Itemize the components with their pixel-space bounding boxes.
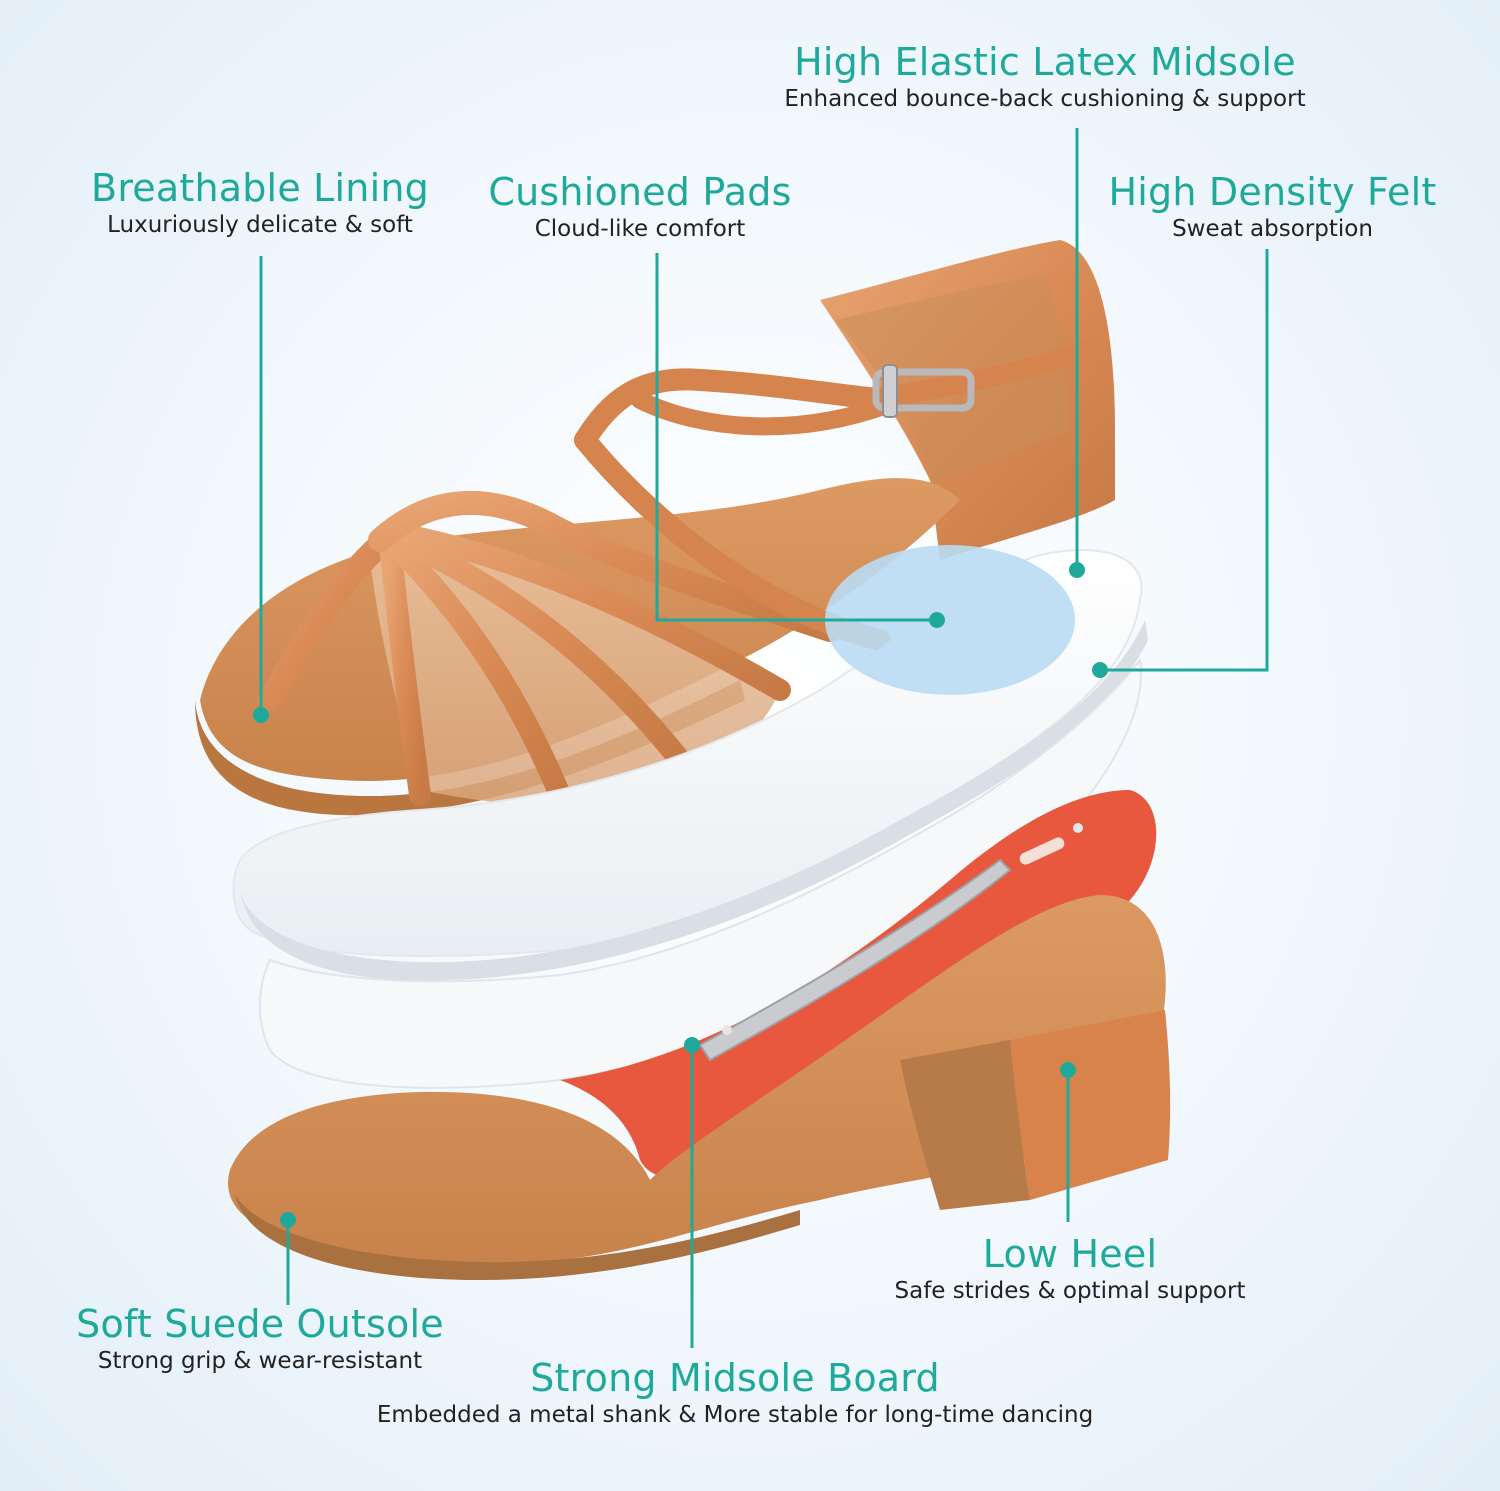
shank-rivet: [722, 1025, 732, 1035]
dot-felt: [1092, 662, 1108, 678]
callout-felt: High Density Felt Sweat absorption: [1100, 170, 1445, 244]
callout-subtitle: Safe strides & optimal support: [894, 1278, 1246, 1304]
callout-outsole: Soft Suede Outsole Strong grip & wear-re…: [45, 1302, 475, 1376]
callout-subtitle: Sweat absorption: [1172, 216, 1373, 242]
dot-board: [684, 1037, 700, 1053]
dot-heel: [1060, 1062, 1076, 1078]
callout-title: High Density Felt: [1108, 170, 1437, 214]
shank-slot: [1019, 837, 1065, 865]
callout-subtitle: Embedded a metal shank & More stable for…: [376, 1402, 1094, 1428]
callout-subtitle: Luxuriously delicate & soft: [107, 212, 413, 238]
callout-title: Breathable Lining: [91, 166, 429, 210]
dot-latex: [1069, 562, 1085, 578]
midsole-board-layer: [560, 790, 1157, 1179]
callout-subtitle: Cloud-like comfort: [534, 216, 746, 242]
callout-lining: Breathable Lining Luxuriously delicate &…: [40, 166, 480, 240]
cushioned-pad: [825, 545, 1075, 695]
shank-rivet: [1073, 823, 1083, 833]
callout-pads: Cushioned Pads Cloud-like comfort: [470, 170, 810, 244]
callout-subtitle: Strong grip & wear-resistant: [97, 1348, 423, 1374]
callout-title: High Elastic Latex Midsole: [794, 40, 1296, 84]
callout-title: Strong Midsole Board: [530, 1356, 940, 1400]
outsole-layer: [228, 895, 1171, 1280]
metal-shank: [698, 858, 1012, 1062]
callout-subtitle: Enhanced bounce-back cushioning & suppor…: [784, 86, 1306, 112]
vamp-straps: [258, 490, 842, 806]
felt-layer: [258, 657, 1143, 1089]
dot-lining: [253, 707, 269, 723]
midsole-board: [560, 790, 1157, 1179]
latex-midsole-edge: [240, 620, 1148, 981]
callout-title: Cushioned Pads: [488, 170, 792, 214]
leader-dots: [253, 562, 1108, 1228]
callout-title: Soft Suede Outsole: [76, 1302, 444, 1346]
buckle: [872, 364, 975, 418]
leader-lines: [259, 128, 1269, 1348]
dot-outsole: [280, 1212, 296, 1228]
leader-line-pads: [655, 253, 937, 622]
callout-heel: Low Heel Safe strides & optimal support: [860, 1232, 1280, 1306]
callout-title: Low Heel: [982, 1232, 1158, 1276]
leader-line-felt: [1100, 249, 1269, 672]
dot-pads: [929, 612, 945, 628]
high-density-felt: [258, 657, 1143, 1089]
callout-board: Strong Midsole Board Embedded a metal sh…: [340, 1356, 1130, 1430]
callout-latex-midsole: High Elastic Latex Midsole Enhanced boun…: [740, 40, 1350, 114]
low-heel-block: [1010, 1010, 1171, 1200]
low-heel-side: [900, 1040, 1030, 1210]
latex-midsole-layer: [232, 545, 1148, 981]
outsole-edge: [235, 1195, 800, 1280]
